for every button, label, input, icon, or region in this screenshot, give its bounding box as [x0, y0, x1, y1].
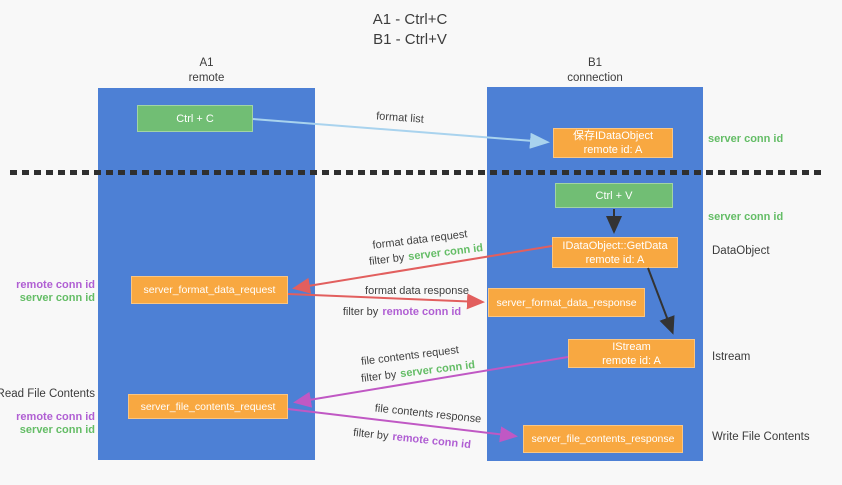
node-ctrl-c: Ctrl + C	[137, 105, 253, 132]
lane-b1-name: B1	[587, 57, 603, 69]
node-istream-line1: IStream	[612, 340, 651, 353]
remote-conn-id-key: remote conn id	[391, 430, 472, 452]
right-dataobject-label: DataObject	[712, 245, 770, 257]
filter-by-text: filter by	[360, 368, 398, 385]
node-istream-line2: remote id: A	[602, 354, 661, 367]
left-remote-conn-id-label-1: remote conn id	[16, 279, 95, 291]
node-save-idataobject-line2: remote id: A	[583, 144, 643, 156]
label-format-data-response: format data response	[365, 285, 469, 297]
lane-b1-subtitle: connection	[567, 72, 623, 84]
node-ctrl-v: Ctrl + V	[555, 183, 673, 208]
node-format-response-label: server_format_data_response	[496, 296, 637, 309]
right-write-file-contents-label: Write File Contents	[712, 431, 810, 443]
server-conn-id-key: server conn id	[399, 359, 476, 381]
node-ctrl-c-label: Ctrl + C	[176, 112, 214, 125]
node-istream: IStream remote id: A	[568, 339, 695, 368]
node-getdata-line2: remote id: A	[585, 253, 645, 266]
lane-a1-subtitle: remote	[188, 72, 225, 84]
node-getdata-line1: IDataObject::GetData	[562, 239, 668, 252]
left-read-file-contents-label: Read File Contents	[0, 388, 95, 400]
diagram-title: A1 - Ctrl+C B1 - Ctrl+V	[373, 10, 448, 50]
session-separator-dotted-line	[10, 170, 826, 175]
lane-a1-name: A1	[199, 57, 214, 69]
node-idataobject-getdata: IDataObject::GetData remote id: A	[552, 237, 678, 268]
lane-header-a1: A1 remote	[98, 56, 315, 86]
left-server-conn-id-label-1: server conn id	[19, 292, 95, 304]
node-format-request-label: server_format_data_request	[143, 284, 276, 296]
remote-conn-id-key: remote conn id	[382, 306, 462, 318]
lane-header-b1: B1 connection	[487, 56, 703, 86]
right-istream-label: Istream	[712, 351, 751, 363]
filter-by-text: filter by	[342, 306, 379, 318]
label-format-list: format list	[375, 110, 425, 126]
left-remote-conn-id-label-2: remote conn id	[16, 411, 95, 423]
filter-by-text: filter by	[368, 251, 406, 268]
label-file-contents-response: file contents response	[374, 402, 482, 426]
right-server-conn-id-label-2: server conn id	[708, 211, 784, 223]
node-file-response-label: server_file_contents_response	[531, 433, 675, 445]
node-server-file-contents-response: server_file_contents_response	[523, 425, 683, 453]
title-line-2: B1 - Ctrl+V	[373, 31, 447, 48]
right-server-conn-id-label-1: server conn id	[708, 133, 784, 145]
node-file-request-label: server_file_contents_request	[140, 400, 276, 413]
node-save-idataobject: 保存IDataObject remote id: A	[553, 128, 673, 158]
node-server-format-data-request: server_format_data_request	[131, 276, 288, 304]
filter-by-text: filter by	[352, 426, 390, 443]
node-server-file-contents-request: server_file_contents_request	[128, 394, 288, 419]
node-save-idataobject-line1: 保存IDataObject	[572, 130, 654, 142]
node-server-format-data-response: server_format_data_response	[488, 288, 645, 317]
title-line-1: A1 - Ctrl+C	[372, 11, 448, 28]
left-server-conn-id-label-2: server conn id	[19, 424, 95, 436]
node-ctrl-v-label: Ctrl + V	[595, 189, 633, 202]
